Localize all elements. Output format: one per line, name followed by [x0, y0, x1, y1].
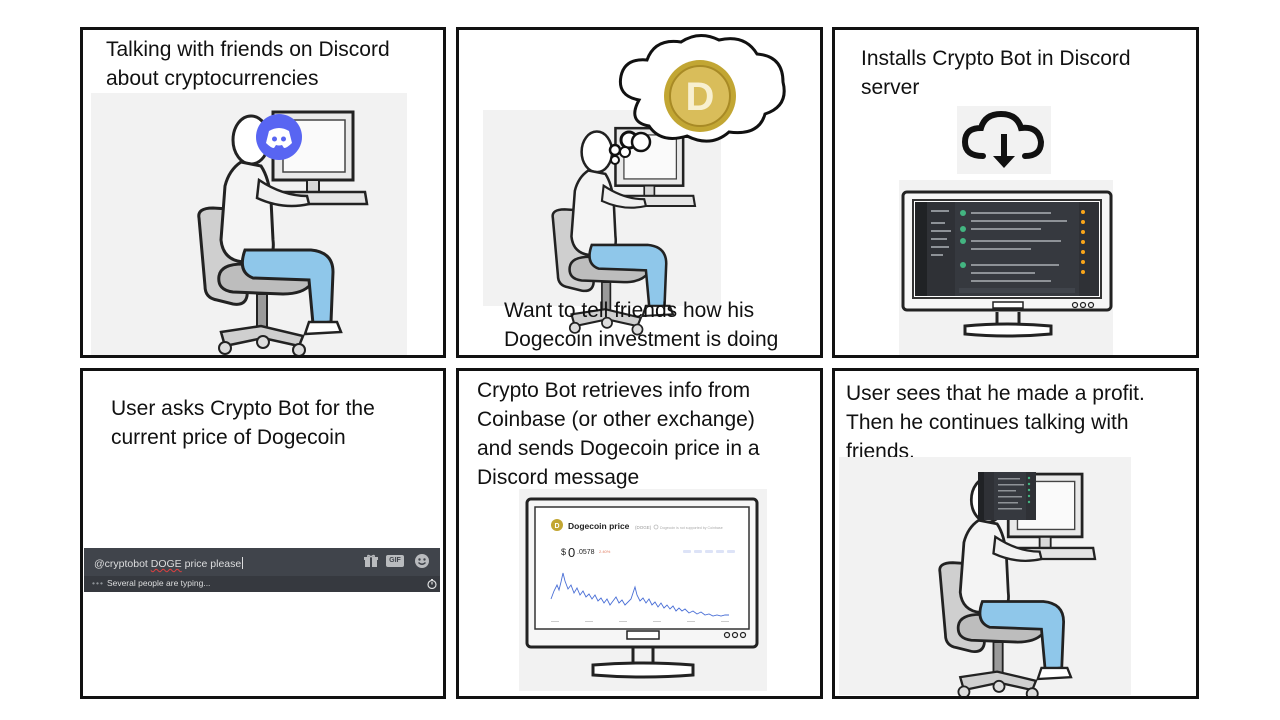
dogecoin-small-icon [551, 519, 563, 531]
typing-indicator-text: Several people are typing... [106, 578, 211, 588]
price-change: 2.40% [599, 549, 611, 554]
discord-chat-box: @cryptobot DOGE price please GIF •••Seve… [84, 548, 440, 592]
price-history-line [550, 572, 729, 617]
chat-message-rest: price please [181, 558, 242, 570]
chat-message-input[interactable]: @cryptobot DOGE price please [94, 557, 244, 570]
gif-icon[interactable]: GIF [386, 555, 404, 567]
typing-indicator: •••Several people are typing... [92, 578, 211, 588]
dogecoin-letter: D [686, 75, 715, 119]
typing-indicator-bar: •••Several people are typing... [84, 576, 440, 592]
panel-1: Talking with friends on Discord about cr… [80, 27, 446, 358]
price-widget-ticker: (DOGE) [635, 525, 652, 530]
panel-5: Crypto Bot retrieves info from Coinbase … [456, 368, 823, 699]
price-value: .0578 [577, 549, 595, 556]
panel-1-caption: Talking with friends on Discord about cr… [106, 38, 390, 90]
discord-app-on-screen [978, 472, 1036, 520]
price-widget-title: Dogecoin price [568, 521, 630, 531]
chat-message-mention: @cryptobot [94, 558, 151, 570]
panel-6: User sees that he made a profit. Then he… [832, 368, 1199, 699]
dogecoin-icon: D [664, 60, 736, 132]
panel-2: D Want to tell friends how his Dogecoin … [456, 27, 823, 358]
cloud-download-icon [961, 110, 1045, 168]
panel-2-caption: Want to tell friends how his Dogecoin in… [504, 299, 779, 351]
panel-4: User asks Crypto Bot for the current pri… [80, 368, 446, 699]
discord-logo-icon [256, 114, 302, 160]
panel-4-caption: User asks Crypto Bot for the current pri… [111, 397, 375, 449]
chat-message-misspelled-word: DOGE [150, 558, 182, 570]
text-caret [242, 557, 244, 569]
price-widget-note: Dogecoin is not supported by Coinbase [660, 526, 723, 530]
price-currency: $ [561, 547, 566, 557]
monitor-with-discord-app [901, 190, 1113, 338]
panel-5-caption: Crypto Bot retrieves info from Coinbase … [477, 379, 760, 489]
dogecoin-small-letter: D [554, 523, 559, 530]
monitor-with-price-widget: D Dogecoin price (DOGE) Dogecoin is not … [525, 497, 759, 679]
panel-3-caption: Installs Crypto Bot in Discord server [861, 47, 1131, 99]
timer-icon [427, 579, 437, 589]
panel-3: Installs Crypto Bot in Discord server [832, 27, 1199, 358]
price-leading-digit: 0 [568, 545, 575, 560]
emoji-icon[interactable] [414, 553, 430, 569]
gift-icon[interactable] [364, 554, 378, 568]
thought-dots-icon [610, 131, 652, 165]
chat-input-bar[interactable]: @cryptobot DOGE price please GIF •••Seve… [84, 548, 440, 592]
panel-6-caption: User sees that he made a profit. Then he… [846, 382, 1145, 463]
